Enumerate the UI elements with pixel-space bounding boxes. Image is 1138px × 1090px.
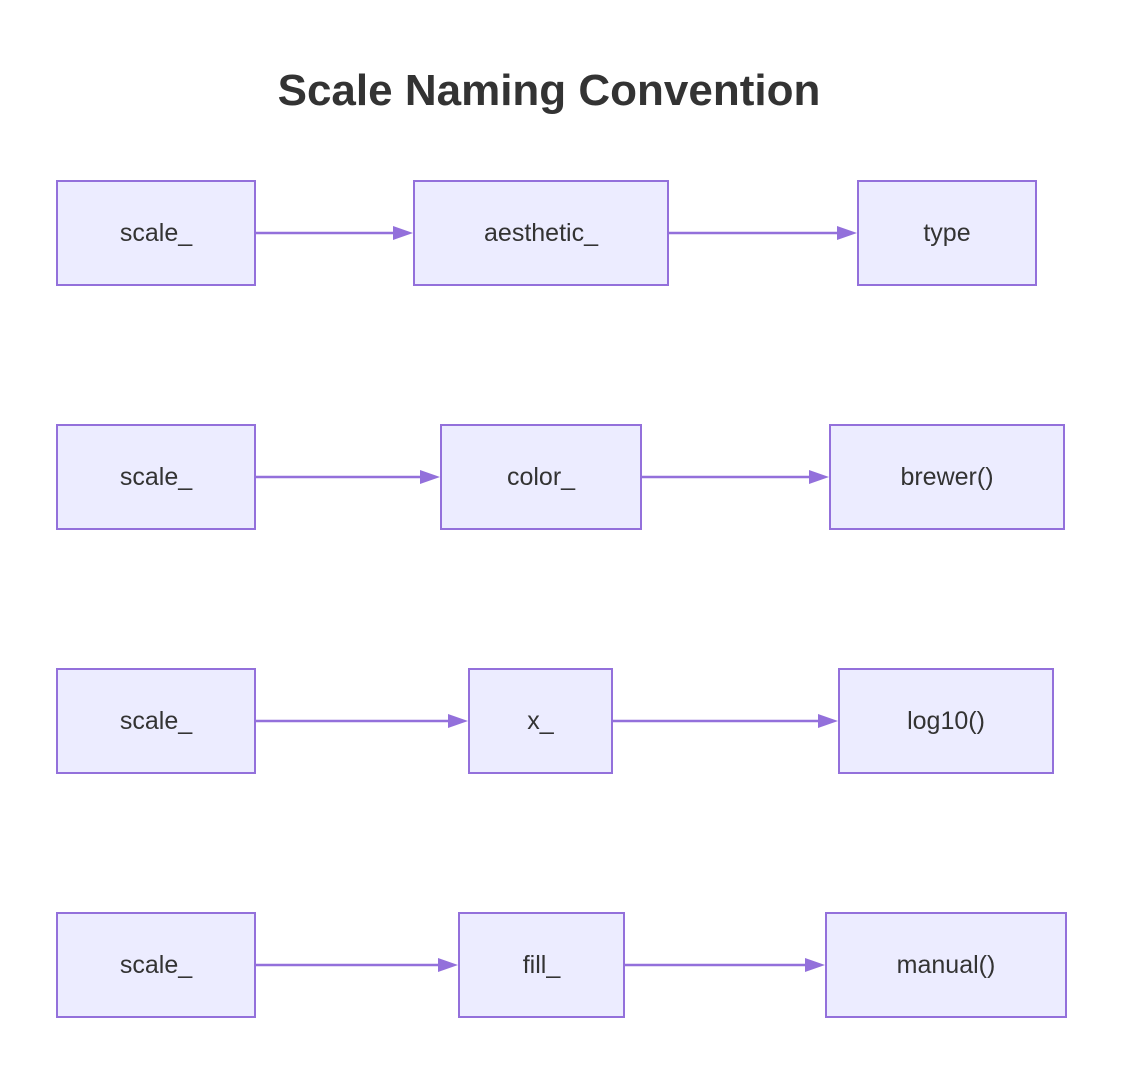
- node-label: manual(): [896, 950, 996, 979]
- node-manual: manual(): [825, 912, 1067, 1018]
- node-x: x_: [468, 668, 613, 774]
- diagram-title: Scale Naming Convention: [277, 66, 821, 115]
- node-fill: fill_: [458, 912, 625, 1018]
- node-label: type: [923, 218, 971, 247]
- node-label: scale_: [119, 950, 193, 979]
- node-log10: log10(): [838, 668, 1054, 774]
- arrow-icon: [625, 958, 825, 972]
- arrow-icon: [256, 958, 458, 972]
- node-scale-row2: scale_: [56, 424, 256, 530]
- node-label: color_: [506, 462, 576, 491]
- node-label: log10(): [907, 706, 985, 735]
- node-label: scale_: [119, 218, 193, 247]
- node-aesthetic: aesthetic_: [413, 180, 669, 286]
- node-label: scale_: [119, 706, 193, 735]
- node-scale-row1: scale_: [56, 180, 256, 286]
- arrow-icon: [256, 226, 413, 240]
- arrow-icon: [642, 470, 829, 484]
- node-type: type: [857, 180, 1037, 286]
- node-label: x_: [527, 706, 554, 735]
- node-label: fill_: [522, 950, 561, 979]
- node-label: brewer(): [900, 462, 994, 491]
- node-brewer: brewer(): [829, 424, 1065, 530]
- arrow-icon: [669, 226, 857, 240]
- arrow-icon: [256, 470, 440, 484]
- node-color: color_: [440, 424, 642, 530]
- node-scale-row4: scale_: [56, 912, 256, 1018]
- node-scale-row3: scale_: [56, 668, 256, 774]
- node-label: aesthetic_: [484, 218, 598, 247]
- arrow-icon: [256, 714, 468, 728]
- node-label: scale_: [119, 462, 193, 491]
- arrow-icon: [613, 714, 838, 728]
